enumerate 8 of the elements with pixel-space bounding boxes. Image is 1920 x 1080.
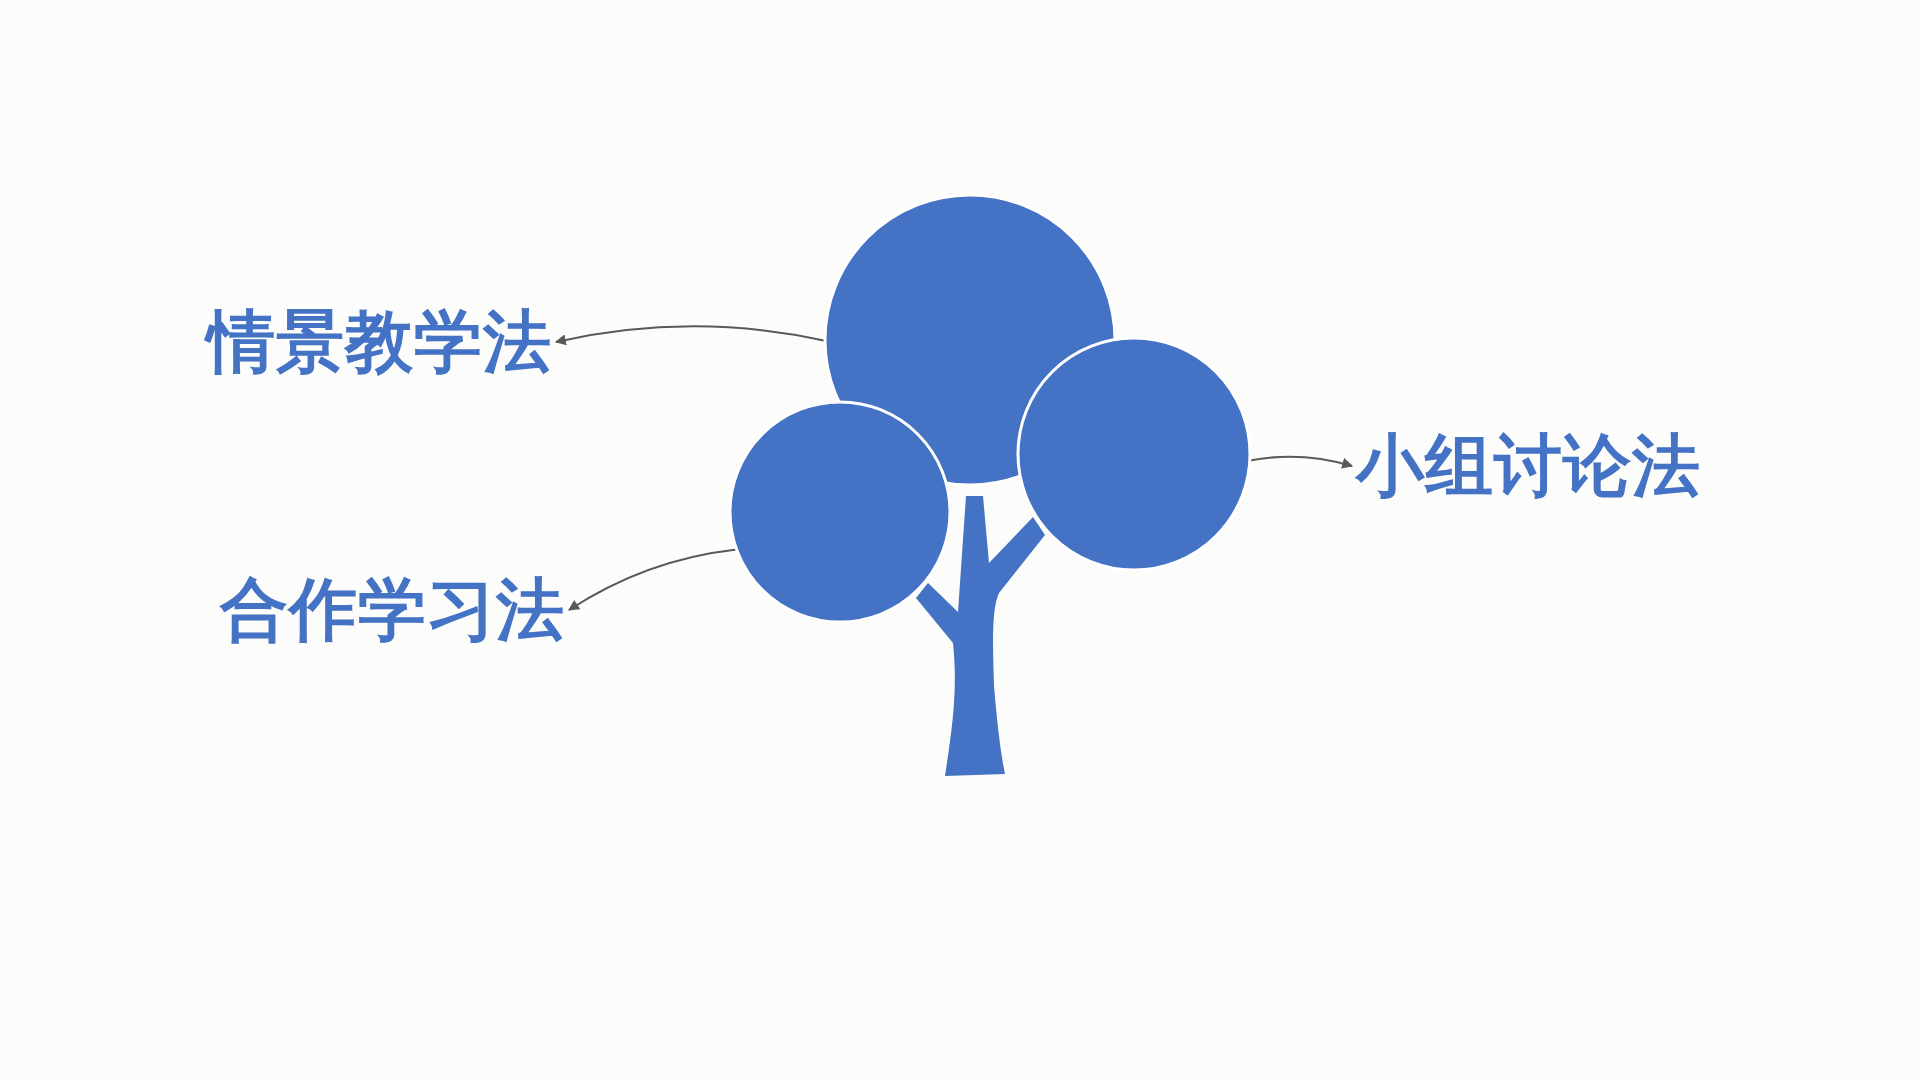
method-label: 小组讨论法 <box>1356 432 1701 500</box>
arrow <box>568 548 738 611</box>
arrow <box>554 325 826 346</box>
arrow <box>1248 455 1354 469</box>
tree-trunk <box>916 496 1045 776</box>
tree-crown-circle <box>1018 338 1250 570</box>
method-label: 合作学习法 <box>220 576 565 644</box>
tree-crown-circle <box>730 402 950 622</box>
